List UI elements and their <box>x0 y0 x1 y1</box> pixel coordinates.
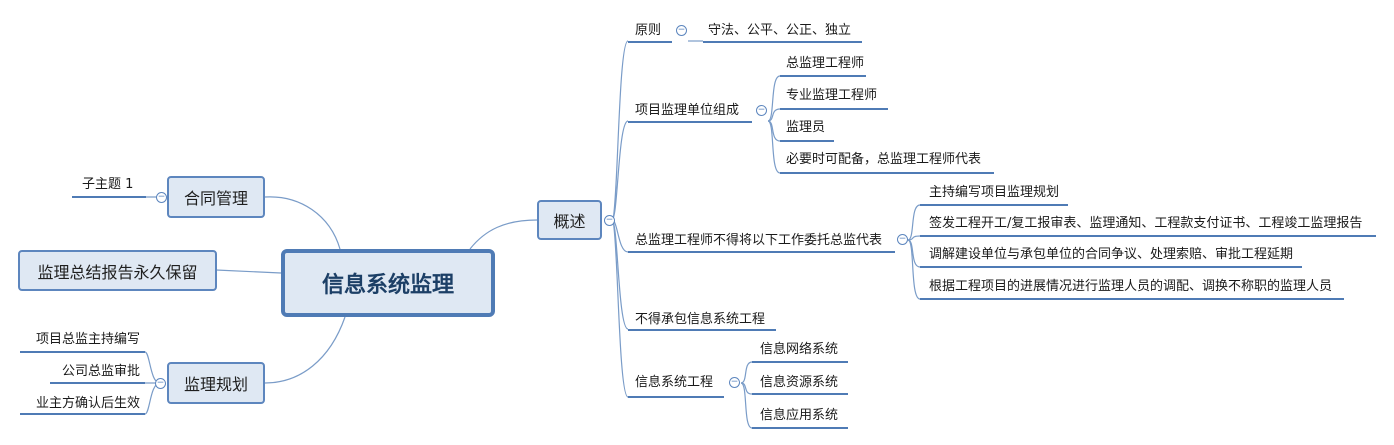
collapse-toggle-icon[interactable]: − <box>729 377 740 388</box>
subtopic-no-contracting[interactable]: 不得承包信息系统工程 <box>635 312 766 327</box>
collapse-toggle-icon[interactable]: − <box>604 215 615 226</box>
collapse-toggle-icon[interactable]: − <box>756 105 767 116</box>
topic-supervision-planning[interactable]: 监理规划 <box>167 362 265 404</box>
duty-staffing[interactable]: 根据工程项目的进展情况进行监理人员的调配、调换不称职的监理人员 <box>929 279 1333 294</box>
subtopic-contract-1[interactable]: 子主题 1 <box>82 177 134 192</box>
central-topic[interactable]: 信息系统监理 <box>281 249 495 317</box>
org-deputy-representative[interactable]: 必要时可配备，总监理工程师代表 <box>786 152 982 167</box>
principle-detail[interactable]: 守法、公平、公正、独立 <box>708 23 852 38</box>
engineering-application[interactable]: 信息应用系统 <box>760 408 839 423</box>
topic-overview[interactable]: 概述 <box>537 200 602 240</box>
duty-mediation[interactable]: 调解建设单位与承包单位的合同争议、处理索赔、审批工程延期 <box>929 247 1294 262</box>
topic-contract-management[interactable]: 合同管理 <box>167 176 265 218</box>
collapse-toggle-icon[interactable]: − <box>897 234 908 245</box>
engineering-resource[interactable]: 信息资源系统 <box>760 375 839 390</box>
subtopic-principle[interactable]: 原则 <box>635 23 662 38</box>
collapse-toggle-icon[interactable]: − <box>155 378 166 389</box>
subtopic-planning-author[interactable]: 项目总监主持编写 <box>35 332 140 347</box>
subtopic-information-engineering[interactable]: 信息系统工程 <box>635 375 714 390</box>
subtopic-planning-confirmation[interactable]: 业主方确认后生效 <box>35 396 140 411</box>
subtopic-non-delegable-duties[interactable]: 总监理工程师不得将以下工作委托总监代表 <box>635 233 883 248</box>
topic-report-retention[interactable]: 监理总结报告永久保留 <box>18 250 217 291</box>
collapse-toggle-icon[interactable]: − <box>156 192 167 203</box>
org-professional-engineer[interactable]: 专业监理工程师 <box>786 88 878 103</box>
org-chief-engineer[interactable]: 总监理工程师 <box>786 56 865 71</box>
engineering-network[interactable]: 信息网络系统 <box>760 342 839 357</box>
collapse-toggle-icon[interactable]: − <box>676 25 687 36</box>
duty-planning[interactable]: 主持编写项目监理规划 <box>929 185 1060 200</box>
org-supervisor[interactable]: 监理员 <box>786 120 826 135</box>
subtopic-planning-approval[interactable]: 公司总监审批 <box>61 364 140 379</box>
subtopic-organization[interactable]: 项目监理单位组成 <box>635 103 740 118</box>
duty-signing[interactable]: 签发工程开工/复工报审表、监理通知、工程款支付证书、工程竣工监理报告 <box>929 216 1363 231</box>
